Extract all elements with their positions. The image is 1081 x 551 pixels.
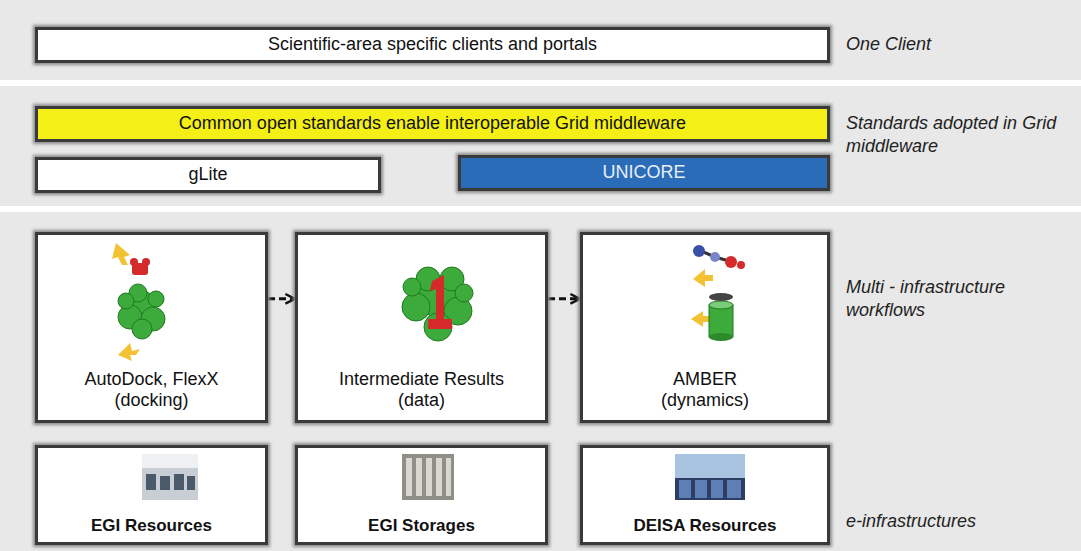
workflow-step-box: AMBER(dynamics) [580,232,830,423]
standards-bar: Common open standards enable interoperab… [35,106,830,142]
step-label: EGI Storages [368,516,475,536]
docking-illustration [38,235,271,365]
step-label: Intermediate Results [339,369,504,391]
docked-complex-illustration [298,235,551,365]
step-label: (data) [398,390,445,412]
step-label: (dynamics) [661,390,749,412]
step-label: EGI Resources [91,516,212,536]
dashed-arrow [548,297,580,300]
client-bar: Scientific-area specific clients and por… [35,27,830,63]
step-label: AMBER [673,369,737,391]
box-label: Scientific-area specific clients and por… [268,34,597,56]
layer-label: One Client [846,33,1074,56]
band [0,86,1081,206]
middleware-box: gLite [35,157,381,193]
workflow-step-box: Intermediate Results(data) [295,232,548,423]
box-label: UNICORE [602,162,685,184]
band [0,212,1081,551]
step-label: DEISA Resources [634,516,777,536]
layer-label: Multi - infrastructure workflows [846,276,1076,321]
supercomputer-photo [583,448,833,508]
step-label: AutoDock, FlexX [84,369,218,391]
step-label: (docking) [114,390,188,412]
resource-box: EGI Storages [295,445,548,545]
dashed-arrow [268,297,295,300]
dynamics-illustration [583,235,833,365]
layer-label: Standards adopted in Grid middleware [846,112,1074,157]
box-label: Common open standards enable interoperab… [179,113,686,135]
resource-box: DEISA Resources [580,445,830,545]
resource-box: EGI Resources [35,445,268,545]
middleware-box: UNICORE [458,155,830,191]
storage-photo [298,448,551,508]
layer-label: e-infrastructures [846,510,1074,533]
band [0,0,1081,80]
box-label: gLite [188,164,227,186]
workflow-step-box: AutoDock, FlexX(docking) [35,232,268,423]
computer-room-photo [38,448,271,508]
